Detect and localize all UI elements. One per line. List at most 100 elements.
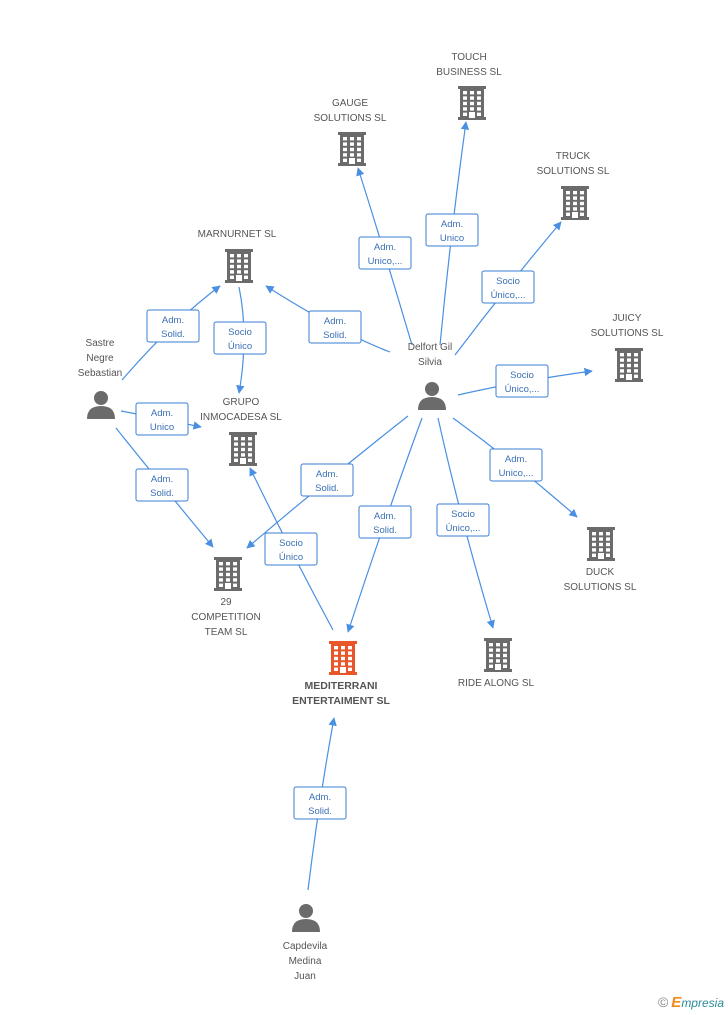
node-label: GRUPO	[223, 397, 260, 408]
building-icon	[329, 641, 357, 675]
node-label: Negre	[86, 353, 114, 364]
edge-label-line: Adm.	[162, 315, 184, 326]
edge-label-line: Solid.	[161, 329, 185, 340]
edge-label-line: Socio	[496, 276, 520, 287]
edge-label-line: Adm.	[505, 454, 527, 465]
node-truck[interactable]: TRUCK SOLUTIONS SL	[537, 151, 610, 220]
edge-label-line: Socio	[451, 509, 475, 520]
node-label: MARNURNET SL	[198, 229, 277, 240]
node-label: DUCK	[586, 567, 615, 578]
edge-label-line: Solid.	[308, 806, 332, 817]
edge-label-delfort-gauge[interactable]: Adm. Unico,...	[358, 236, 412, 270]
edge-label-line: Adm.	[316, 469, 338, 480]
node-label: RIDE ALONG SL	[458, 678, 535, 689]
node-label: ENTERTAIMENT SL	[292, 695, 390, 707]
node-label: SOLUTIONS SL	[314, 113, 387, 124]
node-label: GAUGE	[332, 98, 368, 109]
edge-label-delfort-touch[interactable]: Adm. Unico	[425, 213, 479, 247]
edge-label-line: Socio	[279, 538, 303, 549]
person-icon	[418, 382, 446, 410]
edge-label-delfort-mediterrani[interactable]: Adm. Solid.	[358, 505, 412, 539]
edge-label-sastre-competition[interactable]: Adm. Solid.	[135, 468, 189, 502]
building-icon	[484, 638, 512, 672]
edge-label-delfort-competition[interactable]: Adm. Solid.	[300, 463, 354, 497]
edge-label-delfort-ride[interactable]: SocioÚnico,...	[436, 503, 490, 537]
node-label: Silvia	[418, 357, 442, 368]
edge-label-line: Adm.	[151, 408, 173, 419]
person-icon	[292, 904, 320, 932]
node-label: MEDITERRANI	[305, 680, 378, 692]
edge-label-line: Solid.	[323, 330, 347, 341]
edge-label-line: Adm.	[374, 511, 396, 522]
node-label: TOUCH	[451, 52, 486, 63]
edge-label-line: Unico,...	[368, 256, 403, 267]
node-duck[interactable]: DUCK SOLUTIONS SL	[564, 527, 637, 593]
edge-label-line: Solid.	[315, 483, 339, 494]
edge-label-line: Único,...	[491, 290, 526, 301]
node-label: TRUCK	[556, 151, 591, 162]
node-label: SOLUTIONS SL	[537, 166, 610, 177]
node-marnurnet[interactable]: MARNURNET SL	[198, 229, 277, 283]
building-icon	[338, 132, 366, 166]
edge-label-delfort-juicy[interactable]: SocioÚnico,...	[495, 364, 549, 398]
building-icon	[229, 432, 257, 466]
building-icon	[561, 186, 589, 220]
node-touch[interactable]: TOUCH BUSINESS SL	[436, 52, 502, 120]
edge-label-line: Adm.	[441, 219, 463, 230]
edge-label-line: Adm.	[374, 242, 396, 253]
edge-label-line: Unico	[440, 233, 464, 244]
node-label: SOLUTIONS SL	[591, 328, 664, 339]
building-icon	[225, 249, 253, 283]
edge-label-sastre-marnurnet[interactable]: Adm. Solid.	[146, 309, 200, 343]
edge-label-sastre-grupo[interactable]: Adm. Unico	[135, 402, 189, 436]
edge-label-capdevila-mediterrani[interactable]: Adm. Solid.	[293, 786, 347, 820]
edge-label-line: Solid.	[150, 488, 174, 499]
copyright-icon: ©	[657, 994, 669, 1010]
node-gauge[interactable]: GAUGE SOLUTIONS SL	[314, 98, 387, 166]
node-label: Juan	[294, 971, 316, 982]
building-icon	[214, 557, 242, 591]
edge-label-line: Unico	[150, 422, 174, 433]
edge-label-line: Socio	[228, 327, 252, 338]
edge-label-delfort-marnurnet[interactable]: Adm. Solid.	[308, 310, 362, 344]
empresia-logo[interactable]: ©Empresia	[657, 994, 724, 1011]
node-juicy[interactable]: JUICY SOLUTIONS SL	[591, 313, 664, 382]
edge-label-delfort-truck[interactable]: SocioÚnico,...	[481, 270, 535, 304]
node-label: Capdevila	[283, 941, 328, 952]
edge-label-delfort-duck[interactable]: Adm. Unico,...	[489, 448, 543, 482]
edge-label-line: Unico,...	[499, 468, 534, 479]
node-label: SOLUTIONS SL	[564, 582, 637, 593]
node-label: Sebastian	[78, 368, 122, 379]
node-label: Medina	[289, 956, 322, 967]
edge-label-line: Adm.	[309, 792, 331, 803]
edge-label-line: Único,...	[446, 523, 481, 534]
node-label: BUSINESS SL	[436, 67, 502, 78]
building-icon	[458, 86, 486, 120]
node-label: Sastre	[86, 338, 115, 349]
edge-label-line: Único	[279, 552, 303, 563]
edge-label-line: Socio	[510, 370, 534, 381]
edge-label-line: Adm.	[151, 474, 173, 485]
edge-label-line: Solid.	[373, 525, 397, 536]
edge-label-line: Adm.	[324, 316, 346, 327]
person-icon	[87, 391, 115, 419]
node-label: 29	[220, 597, 232, 608]
node-label: TEAM SL	[205, 627, 248, 638]
node-label: Delfort Gil	[408, 342, 452, 353]
edge-label-line: Único,...	[505, 384, 540, 395]
building-icon	[587, 527, 615, 561]
node-mediterrani[interactable]: MEDITERRANI ENTERTAIMENT SL	[292, 641, 390, 707]
node-label: COMPETITION	[191, 612, 260, 623]
node-ride[interactable]: RIDE ALONG SL	[458, 638, 535, 689]
node-label: INMOCADESA SL	[200, 412, 282, 423]
edge-label-line: Único	[228, 341, 252, 352]
node-label: JUICY	[613, 313, 642, 324]
node-grupo[interactable]: GRUPO INMOCADESA SL	[200, 397, 282, 466]
